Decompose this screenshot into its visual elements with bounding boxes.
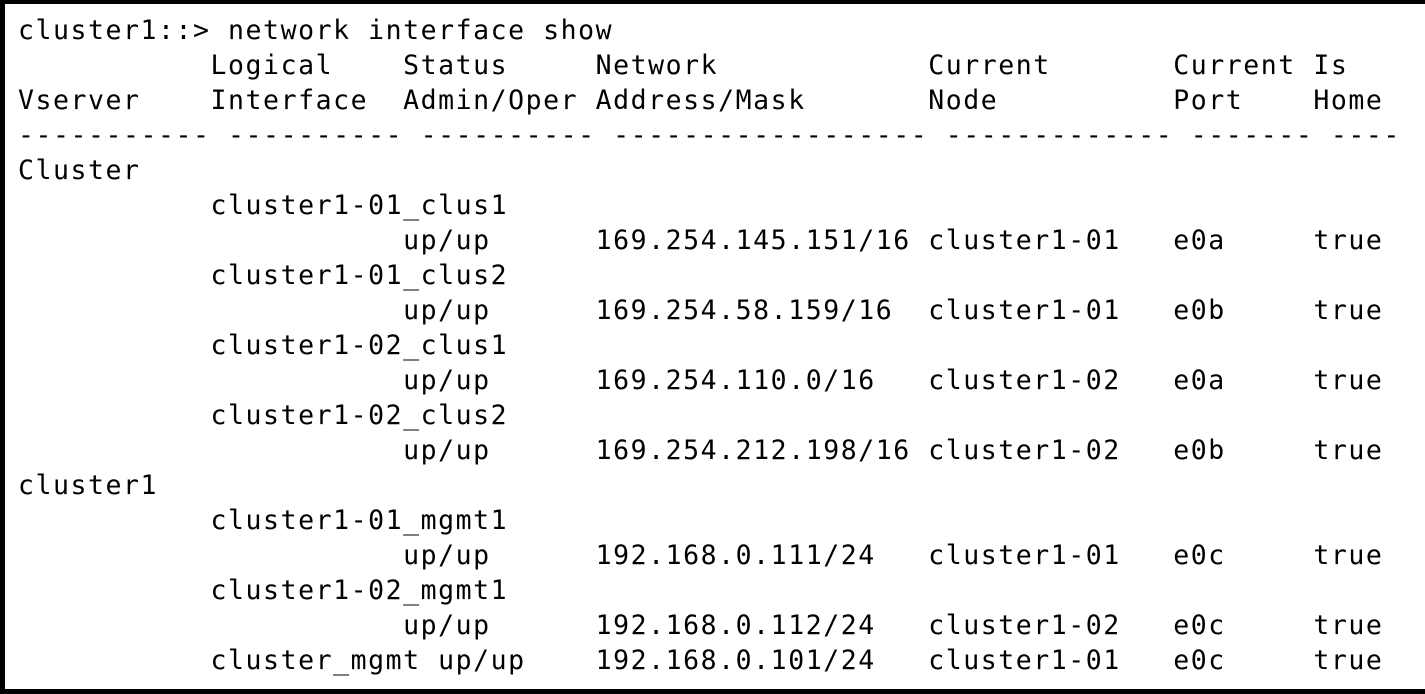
table-header-row-top: Logical Status Network Current Current I…	[18, 50, 1349, 81]
vserver-group-label: cluster1	[18, 470, 159, 501]
table-row: up/up 169.254.212.198/16 cluster1-02 e0b…	[18, 435, 1384, 466]
table-row-lif-name: cluster1-02_clus2	[18, 400, 509, 431]
table-row-lif-name: cluster1-01_clus1	[18, 190, 509, 221]
table-row-lif-name: cluster1-02_mgmt1	[18, 575, 509, 606]
table-row-lif-name: cluster1-01_clus2	[18, 260, 509, 291]
table-row-lif-name: cluster1-02_clus1	[18, 330, 509, 361]
table-row-lif-name: cluster1-01_mgmt1	[18, 505, 509, 536]
table-row: up/up 169.254.58.159/16 cluster1-01 e0b …	[18, 295, 1384, 326]
terminal-screen[interactable]: cluster1::> network interface show Logic…	[5, 4, 1425, 689]
table-row: cluster_mgmt up/up 192.168.0.101/24 clus…	[18, 645, 1384, 676]
table-row: up/up 192.168.0.112/24 cluster1-02 e0c t…	[18, 610, 1384, 641]
table-row: up/up 192.168.0.111/24 cluster1-01 e0c t…	[18, 540, 1384, 571]
vserver-group-label: Cluster	[18, 155, 141, 186]
terminal-prompt-line: cluster1::> network interface show	[18, 15, 614, 46]
table-header-separator: ----------- ---------- ---------- ------…	[18, 120, 1401, 151]
table-row: up/up 169.254.110.0/16 cluster1-02 e0a t…	[18, 365, 1384, 396]
table-header-row-bottom: Vserver Interface Admin/Oper Address/Mas…	[18, 85, 1384, 116]
terminal-output[interactable]: cluster1::> network interface show Logic…	[5, 4, 1425, 678]
table-row: up/up 169.254.145.151/16 cluster1-01 e0a…	[18, 225, 1384, 256]
